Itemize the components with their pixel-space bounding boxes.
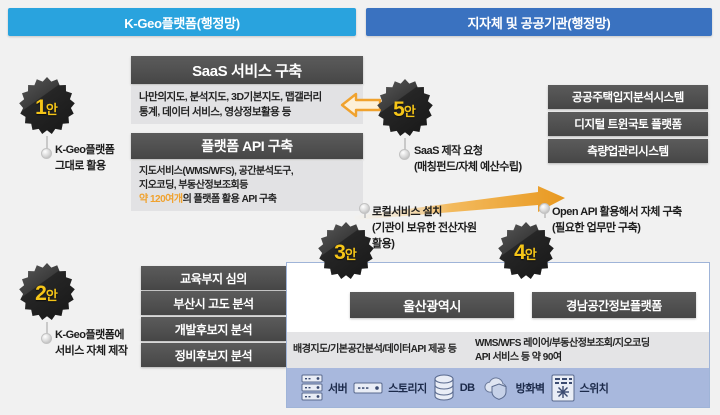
panel-desc-right-line1: WMS/WFS 레이어/부동산정보조회/지오코딩 <box>475 338 650 349</box>
caption-option-5: SaaS 제작 요청(매칭펀드/자체 예산수립) <box>414 145 522 173</box>
badge-option-1: 1안 <box>16 76 78 138</box>
panel-desc-right: WMS/WFS 레이어/부동산정보조회/지오코딩 API 서비스 등 약 90여 <box>469 332 709 368</box>
header-local-gov: 지자체 및 공공기관(행정망) <box>366 8 712 36</box>
firewall-icon <box>484 376 507 400</box>
panel-desc-left: 배경지도/기본공간분석/데이터API 제공 등 <box>293 344 457 356</box>
starburst-icon <box>377 79 433 136</box>
infra-label-storage: 스토리지 <box>388 382 427 395</box>
starburst-icon <box>318 222 374 279</box>
badge-option-3: 3안 <box>315 221 377 283</box>
api-desc-rest: 의 플랫폼 활용 API 구축 <box>182 194 277 206</box>
badge-3-text: 3안 <box>334 241 357 264</box>
infra-item-storage: 스토리지 <box>353 380 427 396</box>
infra-label-database: DB <box>459 381 475 394</box>
box-gyeongnam: 경남공간정보플랫폼 <box>532 292 696 318</box>
leader-pin-3 <box>359 203 370 214</box>
leader-pin-2 <box>41 333 52 344</box>
badge-option-5: 5안 <box>374 78 436 140</box>
starburst-icon <box>19 77 75 134</box>
database-icon <box>434 373 454 401</box>
box-agency-system-0: 공공주택입지분석시스템 <box>548 85 708 109</box>
header-kgeo-platform: K-Geo플랫폼(행정망) <box>8 8 356 36</box>
leader-stem-4 <box>544 210 546 218</box>
infra-item-firewall: 방화벽 <box>481 375 545 401</box>
saas-desc-line2: 통계, 데이터 서비스, 영상정보활용 등 <box>139 105 291 118</box>
storage-icon <box>353 382 383 393</box>
badge-4-text: 4안 <box>514 241 537 264</box>
leader-pin-4 <box>539 203 550 214</box>
infra-label-firewall: 방화벽 <box>515 382 545 395</box>
box-option2-item-2: 개발후보지 분석 <box>141 317 286 341</box>
badge-option-4: 4안 <box>495 221 557 283</box>
badge-1-text: 1안 <box>35 96 58 119</box>
infra-item-switch: 스위치 <box>551 374 609 402</box>
leader-stem-3 <box>364 210 366 218</box>
leader-pin-1 <box>41 148 52 159</box>
api-desc-line2: 지오코딩, 부동산정보조회등 <box>139 180 248 192</box>
api-desc-highlight: 약 120여개 <box>139 194 183 206</box>
box-ulsan: 울산광역시 <box>350 292 514 318</box>
api-desc-line1: 지도서비스(WMS/WFS), 공간분석도구, <box>139 166 294 177</box>
badge-2-text: 2안 <box>35 282 58 305</box>
saas-desc-line1: 나만의지도, 분석지도, 3D기본지도, 맵갤러리 <box>139 91 322 103</box>
api-desc-line3: 약 120여개의 플랫폼 활용 API 구축 <box>139 193 355 207</box>
leader-stem-2 <box>46 322 48 335</box>
panel-desc-right-line2: API 서비스 등 약 90여 <box>475 351 562 363</box>
box-saas-desc: 나만의지도, 분석지도, 3D기본지도, 맵갤러리 통계, 데이터 서비스, 영… <box>131 86 363 124</box>
box-option2-item-1: 부산시 고도 분석 <box>141 291 286 315</box>
box-agency-system-1: 디지털 트윈국토 플랫폼 <box>548 112 708 136</box>
server-icon <box>301 374 323 400</box>
box-option2-item-0: 교육부지 심의 <box>141 266 286 290</box>
switch-icon <box>551 374 574 401</box>
infra-label-switch: 스위치 <box>579 382 609 395</box>
leader-stem-1 <box>46 136 48 150</box>
box-api-title: 플랫폼 API 구축 <box>131 133 363 159</box>
arrow-diagonal-openapi <box>354 186 565 220</box>
box-option2-item-3: 정비후보지 분석 <box>141 343 286 367</box>
starburst-icon <box>498 222 554 279</box>
infrastructure-icon-row: 서버 스토리지 DB <box>287 368 709 407</box>
infra-label-server: 서버 <box>328 382 348 395</box>
box-saas-title: SaaS 서비스 구축 <box>131 56 363 84</box>
badge-5-text: 5안 <box>393 98 416 121</box>
box-api-desc: 지도서비스(WMS/WFS), 공간분석도구, 지오코딩, 부동산정보조회등 약… <box>131 161 363 211</box>
box-agency-system-2: 측량업관리시스템 <box>548 139 708 163</box>
caption-option-4: Open API 활용해서 자체 구축(필요한 업무만 구축) <box>552 206 682 234</box>
leader-stem-5 <box>404 138 406 151</box>
panel-descriptions: 배경지도/기본공간분석/데이터API 제공 등 WMS/WFS 레이어/부동산정… <box>287 332 709 368</box>
leader-pin-5 <box>399 149 410 160</box>
infra-item-database: DB <box>433 373 475 402</box>
starburst-icon <box>19 263 75 320</box>
badge-option-2: 2안 <box>16 262 78 324</box>
infra-item-server: 서버 <box>301 374 348 402</box>
